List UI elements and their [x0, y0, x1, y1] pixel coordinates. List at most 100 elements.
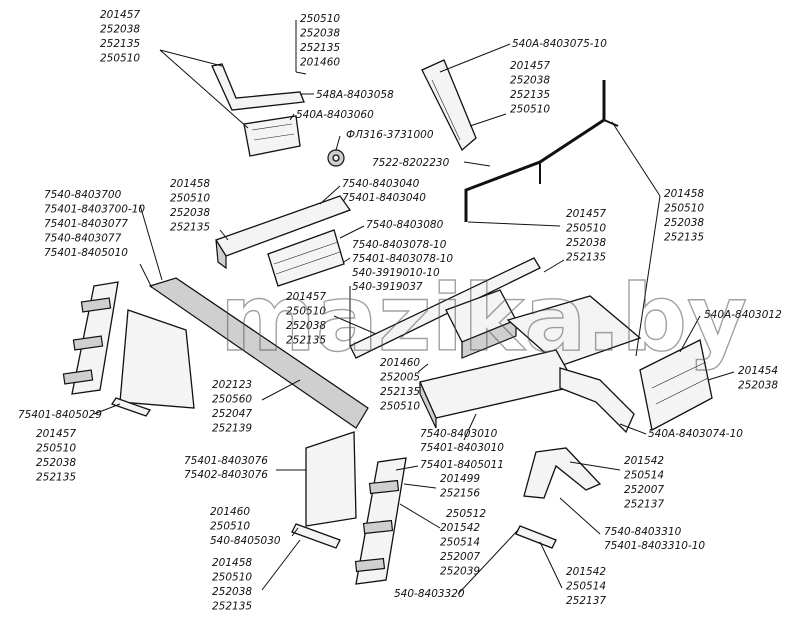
part-number: 252038 — [170, 207, 210, 219]
part-number: 75401-8405011 — [420, 459, 504, 471]
part-number: 540-8403320 — [394, 588, 465, 600]
part-number: 250510 — [100, 53, 140, 65]
part-number: 75401-8405029 — [18, 409, 102, 421]
part-number: 75402-8403076 — [184, 469, 268, 481]
part-number: 252047 — [212, 408, 252, 420]
label-group-g35: 540-8403320 — [394, 588, 465, 600]
part-number: 540А-8403075-10 — [512, 38, 607, 50]
long-rail — [349, 257, 541, 359]
part-number: 75401-8403310-10 — [604, 540, 705, 552]
part-number: 201458 — [212, 557, 252, 569]
part-number: 252139 — [212, 423, 252, 435]
part-number: 252038 — [510, 75, 550, 87]
label-group-g29: 201460 250510 540-8405030 — [210, 506, 281, 547]
part-number: 201457 — [510, 60, 550, 72]
support-bracket — [523, 447, 602, 499]
part-number: 75401-8403076 — [184, 455, 268, 467]
part-number: 201457 — [100, 9, 140, 21]
part-number: 252005 — [380, 372, 420, 384]
part-number: 201457 — [36, 428, 76, 440]
part-number: 7540-8403010 — [420, 428, 498, 440]
label-group-g15: 7540-8403078-1075401-8403078-10540-39190… — [352, 239, 453, 293]
label-group-g25: 75401-8403076 75402-8403076 — [184, 455, 268, 481]
part-number: 250510 — [210, 521, 250, 533]
part-number: 201460 — [210, 506, 250, 518]
part-number: 540-3919010-10 — [352, 267, 440, 279]
part-number: 250510 — [286, 306, 326, 318]
part-number: 540А-8403012 — [704, 309, 782, 321]
part-number: 252007 — [624, 484, 664, 496]
part-number: 202123 — [212, 379, 252, 391]
part-number: 201542 — [566, 566, 606, 578]
part-number: 252038 — [738, 380, 778, 392]
label-group-g5: ФЛ316-3731000 — [346, 129, 434, 141]
part-number: 252039 — [440, 566, 480, 578]
part-number: 250514 — [566, 581, 606, 593]
leader-lines — [93, 20, 735, 595]
watermark: mazika.by — [220, 265, 747, 372]
label-group-g19: 201454 252038 — [738, 365, 778, 392]
label-group-g26: 75401-8405011 — [420, 459, 504, 471]
top-left-plate — [243, 115, 301, 157]
part-number: 250510 — [566, 223, 606, 235]
part-number: 252137 — [566, 595, 606, 607]
part-number: 252135 — [170, 222, 210, 234]
cover-panel — [267, 229, 345, 287]
part-number: 250510 — [664, 203, 704, 215]
part-number: 201454 — [738, 365, 778, 377]
part-number: 252135 — [36, 472, 76, 484]
part-number: 252135 — [300, 42, 340, 54]
part-number: 7522-8202230 — [372, 157, 450, 169]
part-number: 250510 — [300, 13, 340, 25]
label-group-g21: 75401-8405029 — [18, 409, 102, 421]
part-number: 7540-8403077 — [44, 233, 122, 245]
part-number: 250560 — [212, 394, 252, 406]
part-number: 252135 — [100, 38, 140, 50]
parts-drawing — [62, 59, 713, 585]
small-bar — [110, 397, 152, 417]
part-number: 75401-8403010 — [420, 442, 504, 454]
label-group-g20: 202123 250560 252047 252139 — [212, 379, 252, 435]
part-number: 201542 — [624, 455, 664, 467]
part-number: 201542 — [440, 522, 480, 534]
part-number: ФЛ316-3731000 — [346, 129, 434, 141]
label-group-g6: 540А-8403075-10 — [512, 38, 607, 50]
part-number: 7540-8403040 — [342, 178, 420, 190]
part-number: 252135 — [286, 335, 326, 347]
handrail — [464, 80, 606, 222]
part-number: 250510 — [36, 443, 76, 455]
part-number: 201499 — [440, 473, 480, 485]
part-number: 250512 — [446, 508, 486, 520]
label-group-g14: 7540-8403080 — [366, 219, 444, 231]
part-number: 252135 — [566, 252, 606, 264]
part-number: 75401-8403077 — [44, 218, 128, 230]
left-mudguard — [119, 309, 195, 409]
part-number: 252038 — [212, 586, 252, 598]
part-number: 252038 — [300, 28, 340, 40]
part-number: 252038 — [566, 237, 606, 249]
part-number: 252135 — [664, 232, 704, 244]
part-number: 540А-8403074-10 — [648, 428, 743, 440]
label-group-g3: 548А-8403058 — [316, 89, 394, 101]
part-number: 540-8405030 — [210, 535, 281, 547]
part-number: 540А-8403060 — [296, 109, 374, 121]
label-group-g30: 250512 — [446, 508, 486, 520]
label-group-g8: 7522-8202230 — [372, 157, 450, 169]
part-number: 7540-8403080 — [366, 219, 444, 231]
